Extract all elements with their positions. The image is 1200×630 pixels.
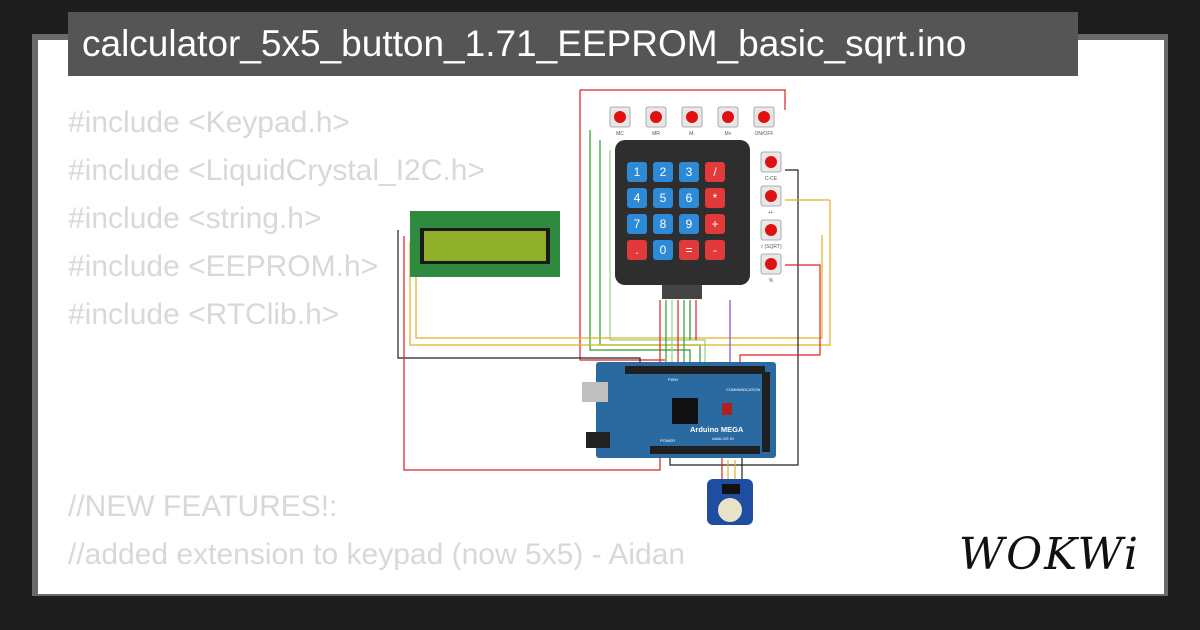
keypad-key-label: . — [635, 243, 638, 257]
pushbutton-cap — [765, 258, 777, 270]
board-label: Arduino MEGA — [690, 425, 744, 434]
keypad: 1 2 3 / 4 5 6 * 7 8 9 +. 0 = - — [615, 140, 750, 299]
keypad-key[interactable] — [653, 214, 673, 234]
arduino-mega-board: Arduino MEGA PWM COMMUNICATION POWER ANA… — [582, 362, 776, 458]
keypad-key-label: = — [685, 243, 692, 257]
pushbutton-label: ON/OFF — [755, 131, 774, 137]
board-sublabel: PWM — [668, 377, 678, 382]
keypad-key-label: 6 — [686, 191, 693, 205]
keypad-key-label: * — [713, 191, 718, 205]
pushbutton-cap — [765, 224, 777, 236]
code-line: #include <LiquidCrystal_I2C.h> — [68, 154, 485, 187]
keypad-key[interactable] — [679, 162, 699, 182]
keypad-key[interactable] — [705, 214, 725, 234]
side-buttons: C-CE +/- √ (SQRT)% — [760, 151, 782, 284]
code-line: //added extension to keypad (now 5x5) - … — [68, 538, 686, 571]
keypad-key-label: 3 — [686, 165, 693, 179]
wires — [397, 89, 831, 480]
pushbutton-label: C-CE — [765, 176, 778, 182]
keypad-key[interactable] — [705, 240, 725, 260]
code-line: #include <EEPROM.h> — [68, 250, 379, 283]
keypad-key[interactable] — [679, 240, 699, 260]
keypad-key[interactable] — [653, 162, 673, 182]
board-sublabel: COMMUNICATION — [726, 387, 760, 392]
keypad-key-label: + — [711, 217, 718, 231]
code-line: #include <Keypad.h> — [68, 106, 350, 139]
keypad-key-label: 9 — [686, 217, 693, 231]
keypad-key-label: - — [713, 243, 717, 257]
code-line: #include <RTClib.h> — [68, 298, 340, 331]
keypad-key-label: 4 — [634, 191, 641, 205]
keypad-key[interactable] — [627, 214, 647, 234]
pushbutton-label: +/- — [768, 210, 774, 216]
board-sublabel: ANALOG IN — [712, 436, 734, 441]
keypad-key[interactable] — [627, 162, 647, 182]
pushbutton-cap — [722, 111, 734, 123]
pushbutton-label: M+ — [724, 131, 731, 137]
keypad-key[interactable] — [627, 188, 647, 208]
pushbutton-cap — [650, 111, 662, 123]
keypad-key[interactable] — [653, 188, 673, 208]
keypad-key-label: 7 — [634, 217, 641, 231]
code-line: #include <string.h> — [68, 202, 322, 235]
lcd-display — [410, 211, 560, 277]
pushbutton-cap — [765, 156, 777, 168]
keypad-key[interactable] — [705, 188, 725, 208]
keypad-key[interactable] — [679, 188, 699, 208]
preview-card: #include <Keypad.h> #include <LiquidCrys… — [38, 40, 1164, 594]
keypad-key-label: 8 — [660, 217, 667, 231]
code-line: //NEW FEATURES!: — [68, 490, 338, 523]
wokwi-logo: WOKWi — [958, 529, 1140, 580]
project-title: calculator_5x5_button_1.71_EEPROM_basic_… — [68, 12, 1078, 76]
rtc-module — [707, 479, 753, 525]
pushbutton-label: M- — [689, 131, 695, 137]
pushbutton-cap — [765, 190, 777, 202]
board-sublabel: POWER — [660, 438, 675, 443]
keypad-key-label: 2 — [660, 165, 667, 179]
pushbutton-label: MR — [652, 131, 660, 137]
keypad-key[interactable] — [653, 240, 673, 260]
pushbutton-cap — [758, 111, 770, 123]
keypad-key-label: / — [713, 165, 717, 179]
pushbutton-label: √ (SQRT) — [760, 243, 782, 250]
keypad-key-label: 1 — [634, 165, 641, 179]
keypad-key[interactable] — [679, 214, 699, 234]
pushbutton-cap — [686, 111, 698, 123]
pushbutton-label: MC — [616, 131, 624, 137]
pushbutton-cap — [614, 111, 626, 123]
keypad-key[interactable] — [705, 162, 725, 182]
pushbutton-label: % — [769, 278, 774, 284]
keypad-key-label: 0 — [660, 243, 667, 257]
top-buttons: MC MR M- M+ ON/OFF — [609, 106, 775, 137]
keypad-key-label: 5 — [660, 191, 667, 205]
keypad-key[interactable] — [627, 240, 647, 260]
